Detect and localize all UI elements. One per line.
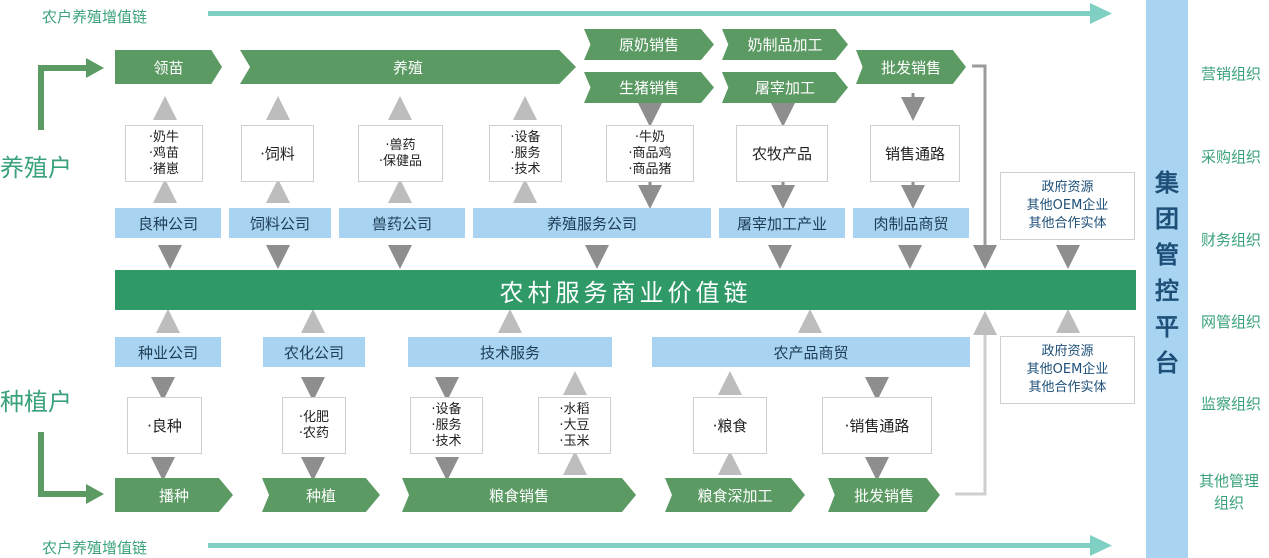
company-farming-service: 养殖服务公司 (473, 208, 711, 238)
box-seeds: ·良种 (127, 397, 202, 454)
bottom-chain-arrow (208, 535, 1112, 556)
stage-raw-milk-sales: 原奶销售 (584, 29, 714, 60)
stage-slaughter-processing: 屠宰加工 (722, 72, 848, 103)
box-crop-sales-channel: ·销售通路 (822, 397, 932, 454)
livestock-return-connector (972, 64, 997, 269)
box-item: ·牛奶 (634, 129, 666, 145)
org-other-management: 其他管理组织 (1198, 472, 1259, 512)
platform-title-char: 团 (1155, 205, 1179, 233)
stage-seedling: 领苗 (115, 50, 222, 84)
org-network-management: 网管组织 (1200, 313, 1261, 331)
platform-title-char: 管 (1155, 241, 1179, 269)
box-fertilizer: ·化肥 ·农药 (282, 397, 346, 454)
company-vet: 兽药公司 (339, 208, 465, 238)
crop-farmer-label: 种植户 (0, 388, 72, 416)
box-equipment-service: ·设备 ·服务 ·技术 (489, 125, 562, 182)
crop-entry-arrow (38, 432, 104, 504)
company-seed: 种业公司 (115, 337, 221, 367)
box-item: ·良种 (147, 416, 182, 435)
box-grain: ·粮食 (693, 397, 767, 454)
stage-planting: 种植 (262, 478, 380, 512)
resource-item: 政府资源 (1041, 344, 1094, 359)
box-crop-equipment: ·设备 ·服务 ·技术 (410, 397, 483, 454)
company-agri-trade: 农产品商贸 (652, 337, 970, 367)
livestock-entry-arrow (38, 58, 104, 130)
box-item: ·商品猪 (628, 161, 672, 177)
box-agri-products: 农牧产品 (736, 125, 828, 182)
group-control-platform-bar: 集 团 管 控 平 台 (1146, 0, 1188, 558)
box-item: ·设备 (431, 401, 462, 417)
box-item: ·保健品 (378, 153, 423, 169)
stage-hog-sales: 生猪销售 (584, 72, 714, 103)
box-item: ·鸡苗 (148, 145, 180, 161)
stage-crop-wholesale: 批发销售 (828, 478, 940, 512)
stage-breeding: 养殖 (240, 50, 576, 84)
box-item: ·农药 (298, 425, 330, 441)
resources-box-top: 政府资源 其他OEM企业 其他合作实体 (1000, 172, 1135, 240)
resource-item: 其他合作实体 (1028, 380, 1107, 395)
box-feed: ·饲料 (241, 125, 314, 182)
box-item: ·商品鸡 (628, 145, 672, 161)
company-agrochem: 农化公司 (263, 337, 365, 367)
main-value-chain-bar: 农村服务商业价值链 (115, 270, 1136, 310)
platform-title-char: 台 (1155, 349, 1179, 377)
box-item: ·服务 (510, 145, 541, 161)
company-slaughter-industry: 屠宰加工产业 (719, 208, 845, 238)
top-chain-label: 农户养殖增值链 (42, 8, 148, 26)
box-item: ·化肥 (298, 409, 330, 425)
stage-grain-sales: 粮食销售 (402, 478, 636, 512)
stage-grain-deep-processing: 粮食深加工 (665, 478, 805, 512)
platform-title-char: 平 (1155, 313, 1179, 341)
box-item: ·技术 (510, 161, 541, 177)
resource-item: 其他OEM企业 (1026, 198, 1109, 213)
box-item: ·猪崽 (148, 161, 180, 177)
box-item: ·水稻 (559, 401, 590, 417)
box-item: ·奶牛 (148, 129, 180, 145)
box-item: 农牧产品 (751, 144, 812, 163)
box-item: ·饲料 (260, 144, 295, 163)
box-item: ·大豆 (559, 417, 590, 433)
org-procurement: 采购组织 (1200, 148, 1261, 166)
box-livestock-products: ·牛奶 ·商品鸡 ·商品猪 (606, 125, 694, 182)
box-item: 销售通路 (884, 144, 945, 163)
stage-wholesale: 批发销售 (856, 50, 966, 84)
resource-item: 其他合作实体 (1028, 216, 1107, 231)
org-finance: 财务组织 (1200, 231, 1261, 249)
box-item: ·服务 (431, 417, 462, 433)
box-item: ·粮食 (712, 416, 748, 435)
bottom-chain-label: 农户养殖增值链 (42, 539, 148, 557)
company-feed: 饲料公司 (229, 208, 331, 238)
box-item: ·设备 (510, 129, 541, 145)
org-supervision: 监察组织 (1200, 395, 1261, 413)
box-sales-channel: 销售通路 (870, 125, 960, 182)
box-item: ·玉米 (559, 433, 590, 449)
platform-title-char: 集 (1155, 169, 1179, 197)
box-livestock-young: ·奶牛 ·鸡苗 ·猪崽 (125, 125, 203, 182)
platform-title-char: 控 (1155, 277, 1179, 305)
crop-return-connector (955, 311, 997, 496)
platform-title: 集 团 管 控 平 台 (1146, 165, 1188, 381)
resources-box-bottom: 政府资源 其他OEM企业 其他合作实体 (1000, 336, 1135, 404)
company-breeding: 良种公司 (115, 208, 221, 238)
box-item: ·兽药 (385, 137, 416, 153)
box-item: ·技术 (431, 433, 462, 449)
company-meat-trade: 肉制品商贸 (853, 208, 969, 238)
box-grains: ·水稻 ·大豆 ·玉米 (538, 397, 611, 454)
box-item: ·销售通路 (844, 416, 910, 435)
resource-item: 政府资源 (1041, 180, 1094, 195)
resource-item: 其他OEM企业 (1026, 362, 1109, 377)
box-vet-medicine: ·兽药 ·保健品 (358, 125, 443, 182)
top-chain-arrow (208, 3, 1112, 24)
company-tech-service: 技术服务 (408, 337, 612, 367)
livestock-farmer-label: 养殖户 (0, 154, 72, 182)
stage-sowing: 播种 (115, 478, 233, 512)
org-marketing: 营销组织 (1200, 65, 1261, 83)
stage-dairy-processing: 奶制品加工 (722, 29, 848, 60)
